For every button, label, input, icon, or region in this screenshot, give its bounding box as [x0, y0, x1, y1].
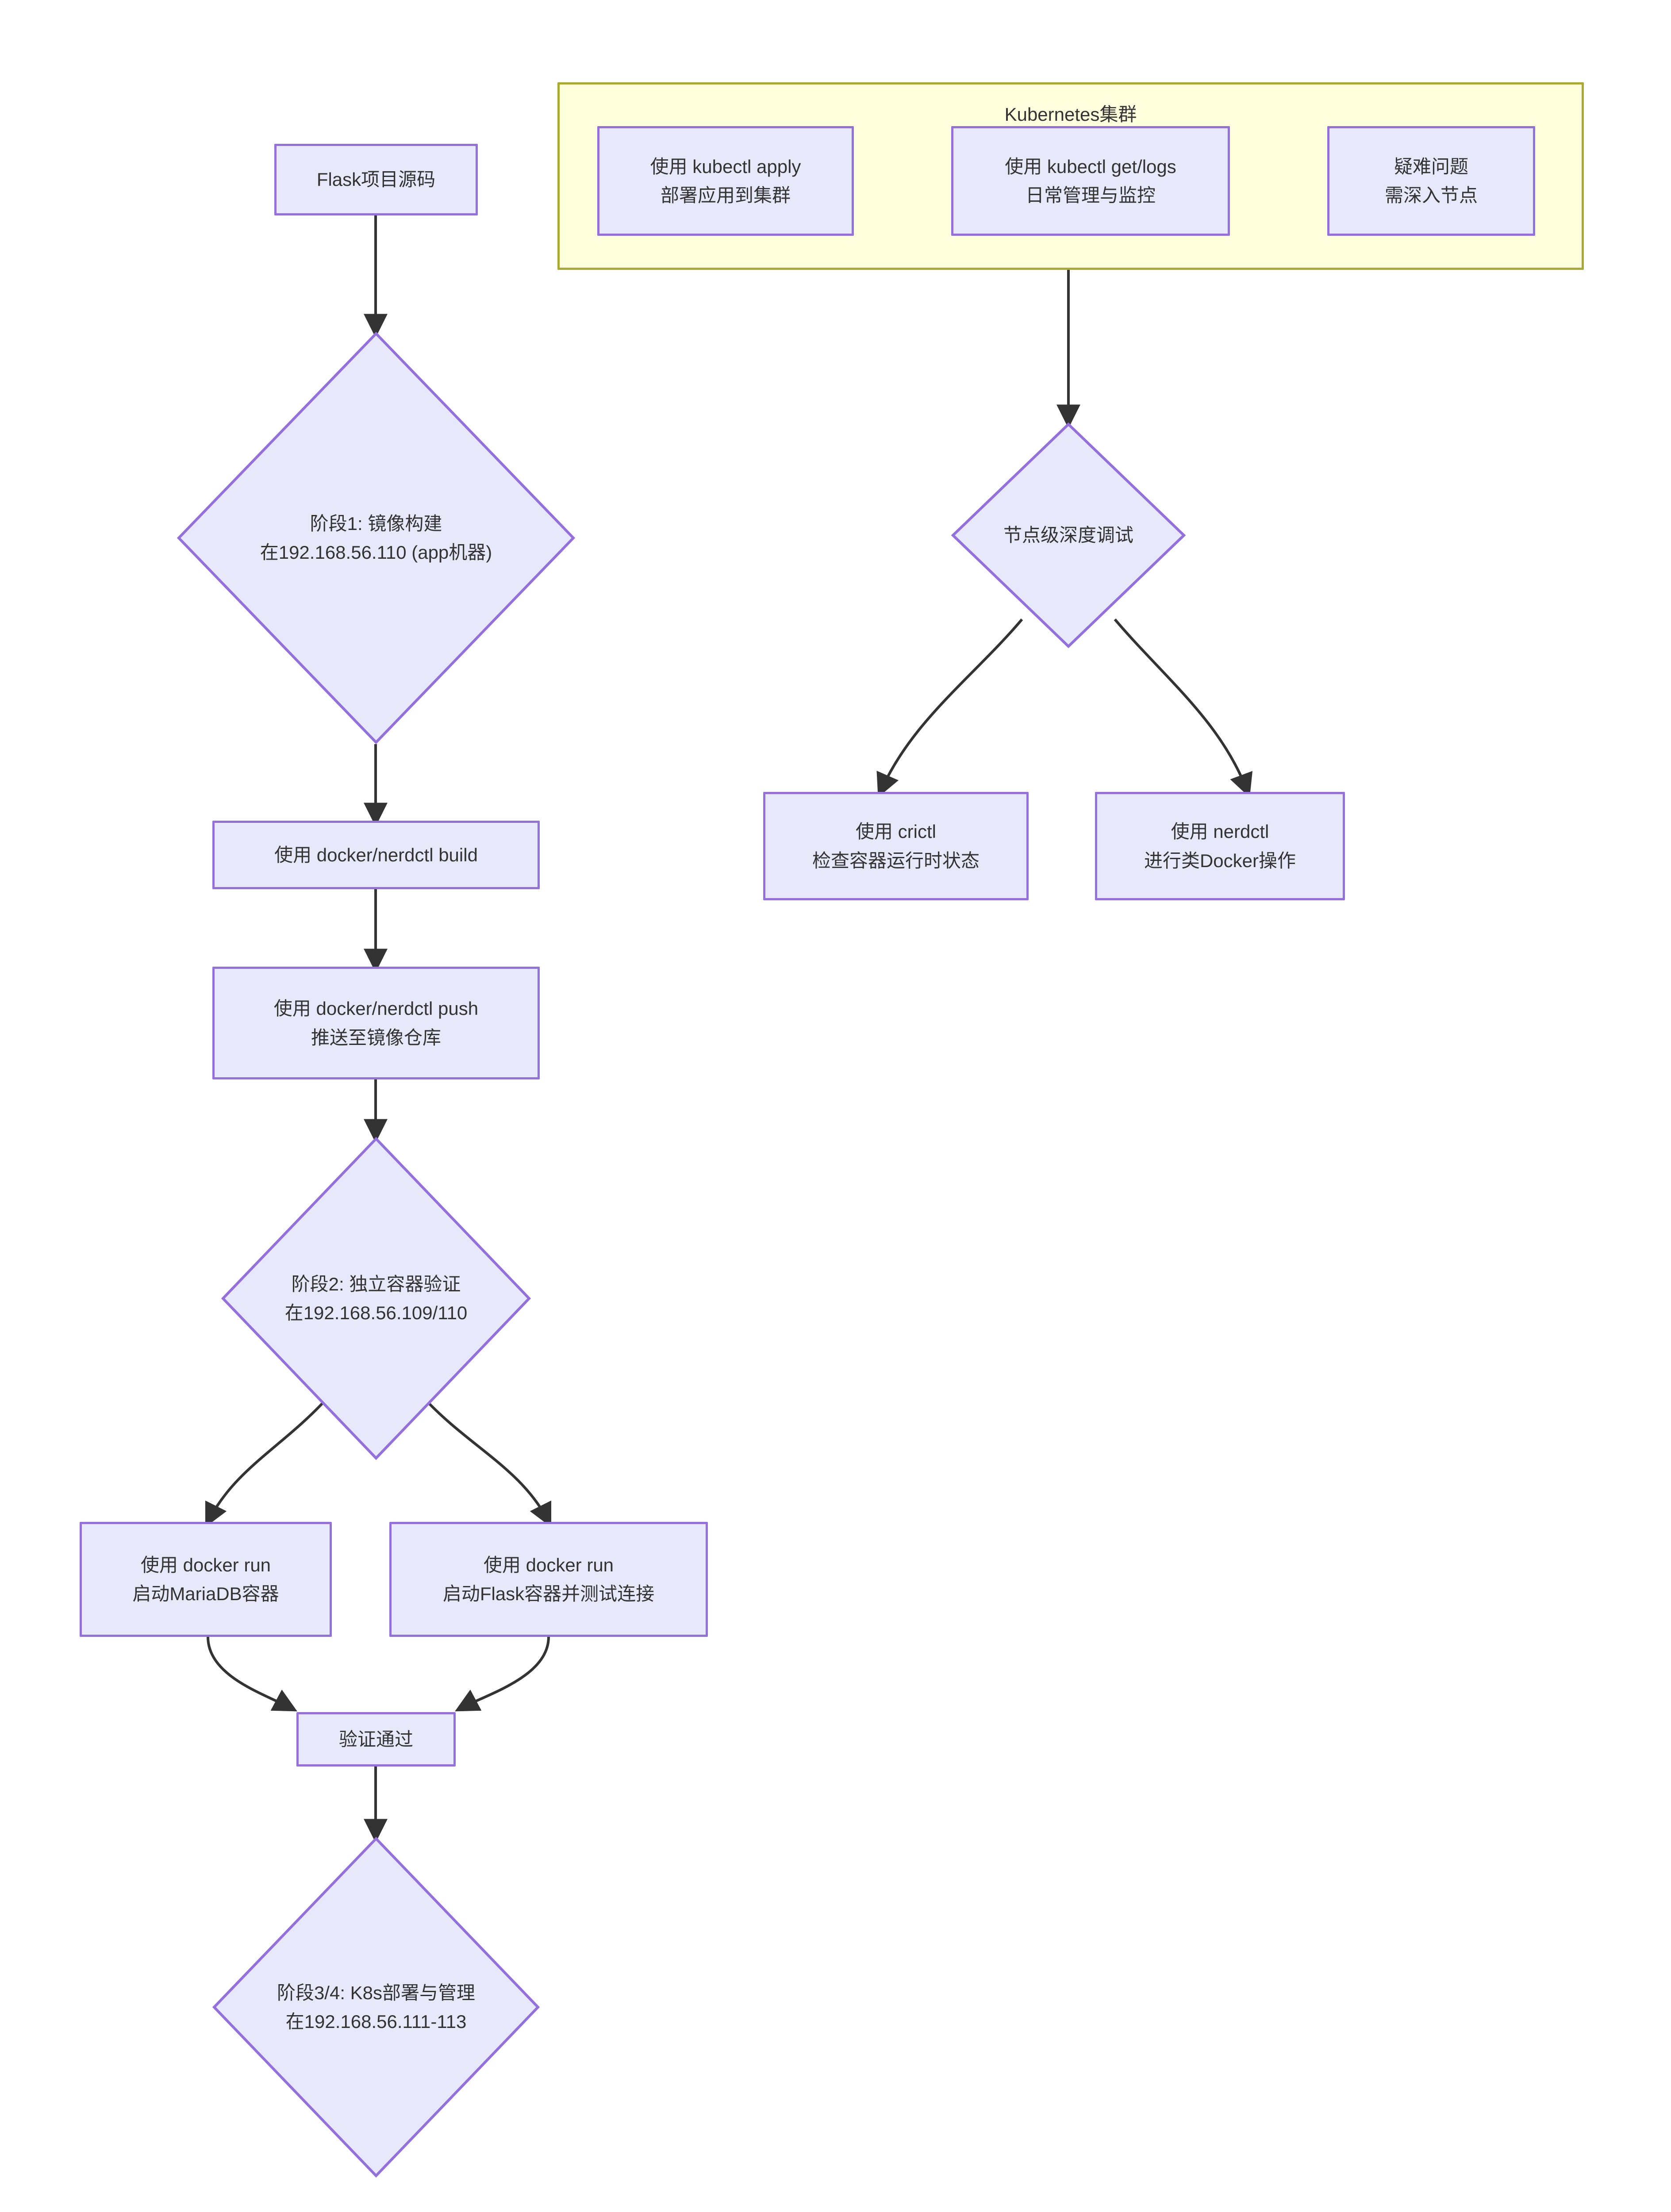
node-stage1[interactable]: 阶段1: 镜像构建 在192.168.56.110 (app机器) — [177, 332, 575, 744]
node-stage2-line2: 在192.168.56.109/110 — [284, 1302, 468, 1323]
node-build[interactable]: 使用 docker/nerdctl build — [212, 821, 540, 889]
node-stage34-line2: 在192.168.56.111-113 — [285, 2011, 467, 2032]
node-verified-label: 验证通过 — [338, 1728, 413, 1750]
node-nerdctl-line1: 使用 nerdctl — [1171, 821, 1269, 842]
node-source[interactable]: Flask项目源码 — [274, 144, 478, 215]
node-verified[interactable]: 验证通过 — [296, 1712, 456, 1767]
node-nerdctl-line2: 进行类Docker操作 — [1144, 850, 1296, 871]
node-nodedebug-label: 节点级深度调试 — [1003, 521, 1133, 549]
node-stage2-label: 阶段2: 独立容器验证 在192.168.56.109/110 — [285, 1270, 468, 1327]
node-mariadb-label: 使用 docker run 启动MariaDB容器 — [132, 1551, 279, 1608]
node-stage34-line1: 阶段3/4: K8s部署与管理 — [277, 1982, 476, 2003]
node-crictl-label: 使用 crictl 检查容器运行时状态 — [812, 817, 980, 875]
node-flask-line1: 使用 docker run — [483, 1554, 614, 1575]
node-getlogs-line2: 日常管理与监控 — [1025, 185, 1156, 206]
node-getlogs[interactable]: 使用 kubectl get/logs 日常管理与监控 — [951, 126, 1230, 236]
node-stage1-line1: 阶段1: 镜像构建 — [310, 513, 442, 534]
node-stage1-line2: 在192.168.56.110 (app机器) — [260, 542, 492, 563]
node-apply-label: 使用 kubectl apply 部署应用到集群 — [650, 152, 801, 210]
edge-flask-verified — [455, 1636, 550, 1712]
node-push-line2: 推送至镜像仓库 — [311, 1027, 441, 1048]
node-stage2[interactable]: 阶段2: 独立容器验证 在192.168.56.109/110 — [221, 1137, 531, 1460]
node-apply-line1: 使用 kubectl apply — [650, 156, 801, 177]
node-flask-line2: 启动Flask容器并测试连接 — [442, 1583, 655, 1604]
node-mariadb-line2: 启动MariaDB容器 — [132, 1583, 279, 1604]
cluster-title: Kubernetes集群 — [1004, 104, 1137, 125]
node-mariadb[interactable]: 使用 docker run 启动MariaDB容器 — [80, 1522, 332, 1637]
node-hardissue-line1: 疑难问题 — [1394, 156, 1468, 177]
node-mariadb-line1: 使用 docker run — [140, 1554, 271, 1575]
node-getlogs-line1: 使用 kubectl get/logs — [1005, 156, 1176, 177]
node-source-label: Flask项目源码 — [316, 169, 436, 190]
node-crictl-line2: 检查容器运行时状态 — [812, 850, 980, 871]
node-flask-label: 使用 docker run 启动Flask容器并测试连接 — [443, 1551, 654, 1608]
node-push[interactable]: 使用 docker/nerdctl push 推送至镜像仓库 — [212, 967, 540, 1079]
diamond-shape — [221, 1137, 531, 1460]
node-hardissue[interactable]: 疑难问题 需深入节点 — [1327, 126, 1535, 236]
node-crictl[interactable]: 使用 crictl 检查容器运行时状态 — [763, 792, 1029, 900]
node-stage2-line1: 阶段2: 独立容器验证 — [291, 1273, 461, 1294]
node-hardissue-label: 疑难问题 需深入节点 — [1385, 152, 1478, 210]
diamond-shape — [177, 332, 575, 744]
node-push-label: 使用 docker/nerdctl push 推送至镜像仓库 — [274, 994, 478, 1052]
node-getlogs-label: 使用 kubectl get/logs 日常管理与监控 — [1005, 152, 1176, 210]
diamond-shape — [212, 1837, 540, 2177]
node-stage1-label: 阶段1: 镜像构建 在192.168.56.110 (app机器) — [260, 509, 492, 567]
node-stage34[interactable]: 阶段3/4: K8s部署与管理 在192.168.56.111-113 — [212, 1837, 540, 2177]
edge-mariadb-verified — [207, 1636, 297, 1712]
node-crictl-line1: 使用 crictl — [855, 821, 936, 842]
node-build-label: 使用 docker/nerdctl build — [274, 844, 478, 865]
node-apply[interactable]: 使用 kubectl apply 部署应用到集群 — [597, 126, 854, 236]
node-hardissue-line2: 需深入节点 — [1384, 185, 1478, 206]
node-nodedebug-line1: 节点级深度调试 — [1003, 525, 1133, 546]
node-apply-line2: 部署应用到集群 — [660, 185, 791, 206]
node-nerdctl-label: 使用 nerdctl 进行类Docker操作 — [1144, 817, 1296, 875]
node-nodedebug[interactable]: 节点级深度调试 — [951, 422, 1186, 648]
node-flask[interactable]: 使用 docker run 启动Flask容器并测试连接 — [389, 1522, 708, 1637]
node-push-line1: 使用 docker/nerdctl push — [273, 998, 479, 1019]
node-nerdctl[interactable]: 使用 nerdctl 进行类Docker操作 — [1095, 792, 1345, 900]
node-stage34-label: 阶段3/4: K8s部署与管理 在192.168.56.111-113 — [277, 1978, 475, 2036]
diamond-shape — [951, 422, 1186, 648]
